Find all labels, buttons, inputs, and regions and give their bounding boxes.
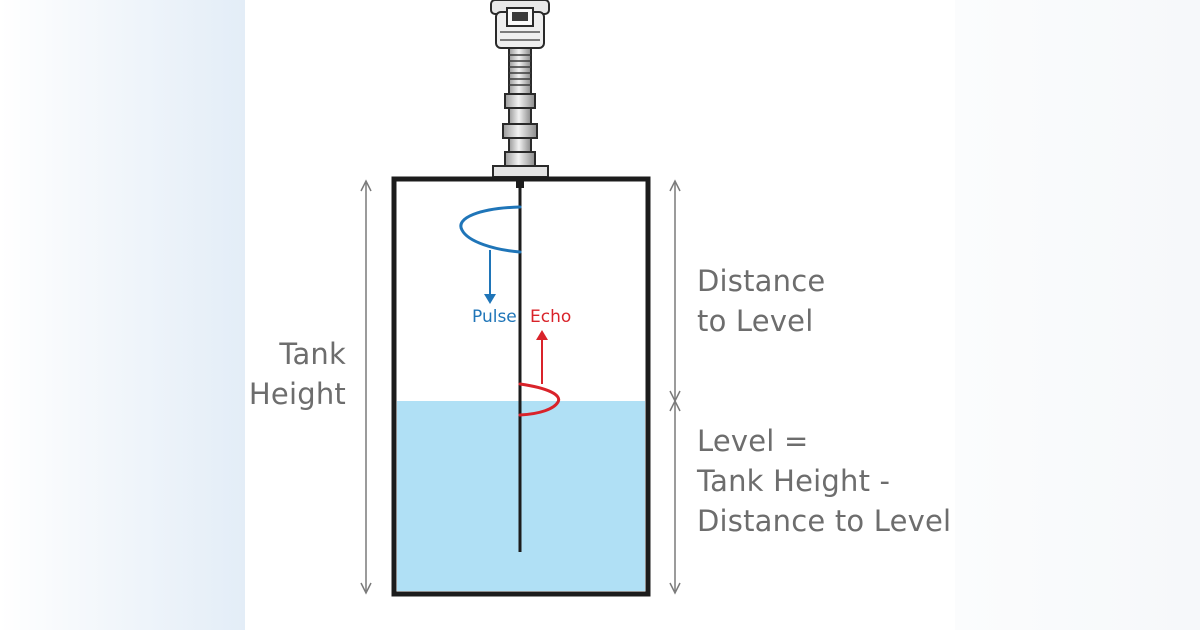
dimension-arrow-down-icon xyxy=(669,582,681,595)
dimension-arrow-up-icon xyxy=(669,399,681,412)
level-formula-label-line: Tank Height - xyxy=(697,464,891,498)
mounting-flange xyxy=(492,165,549,178)
radar-transmitter xyxy=(490,0,550,178)
level-formula-label-line: Level = xyxy=(697,424,809,458)
level-formula-label: Level = Tank Height - Distance to Level xyxy=(697,421,951,541)
tank-height-label: Tank Height xyxy=(240,334,346,414)
probe-mount xyxy=(516,180,524,188)
distance-to-level-label: Distance to Level xyxy=(697,261,825,341)
distance-to-level-label-line: to Level xyxy=(697,304,814,338)
tank-height-dimension xyxy=(360,179,372,595)
level-formula-label-line: Distance to Level xyxy=(697,504,952,538)
dimension-arrow-up-icon xyxy=(669,179,681,192)
dimension-arrow-down-icon xyxy=(360,582,372,595)
tank-height-label-line: Height xyxy=(248,377,346,411)
echo-label: Echo xyxy=(530,307,572,327)
echo-signal xyxy=(518,330,561,417)
level-dimension xyxy=(669,399,681,595)
transmitter-housing xyxy=(490,0,550,49)
right-background-panel xyxy=(955,0,1200,630)
transmitter-threaded-neck xyxy=(502,47,538,167)
pulse-signal xyxy=(459,205,522,304)
pulse-wave xyxy=(459,205,522,254)
pulse-arrow-down-icon xyxy=(484,294,496,304)
left-background-panel xyxy=(0,0,245,630)
echo-arrow-up-icon xyxy=(536,330,548,340)
dimension-arrow-up-icon xyxy=(360,179,372,192)
tank-height-label-line: Tank xyxy=(279,337,346,371)
distance-to-level-dimension xyxy=(669,179,681,403)
distance-to-level-label-line: Distance xyxy=(697,264,826,298)
echo-wave xyxy=(518,382,561,417)
pulse-label: Pulse xyxy=(472,307,517,327)
